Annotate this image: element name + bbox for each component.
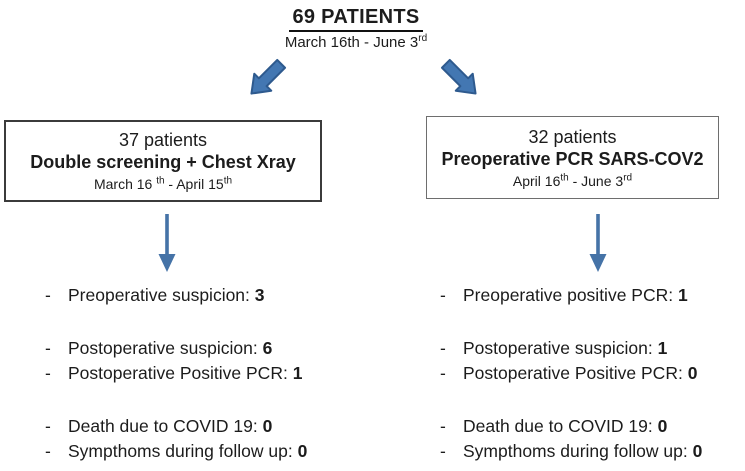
left-date-sup2: th xyxy=(223,175,233,187)
page-title: 69 PATIENTS xyxy=(289,6,423,32)
item-value: 0 xyxy=(262,416,273,436)
down-arrow-icon xyxy=(158,214,176,272)
list-item: -Preoperative suspicion: 3 xyxy=(45,283,380,308)
list-item: -Postoperative Positive PCR: 0 xyxy=(440,361,740,386)
list-item: -Death due to COVID 19: 0 xyxy=(440,414,740,439)
item-text: Death due to COVID 19: xyxy=(68,416,263,436)
item-text: Death due to COVID 19: xyxy=(463,416,658,436)
item-value: 1 xyxy=(657,338,668,358)
total-date-range: March 16th - June 3rd xyxy=(0,33,712,52)
item-label: Death due to COVID 19: 0 xyxy=(463,414,667,439)
down-arrow-icon xyxy=(589,214,607,272)
dash-bullet: - xyxy=(440,441,446,461)
item-value: 0 xyxy=(692,441,703,461)
right-outcome-list: -Preoperative positive PCR: 1 -Postopera… xyxy=(440,283,740,464)
group-box-double-screening: 37 patients Double screening + Chest Xra… xyxy=(4,120,322,202)
date-range-superscript: rd xyxy=(418,33,428,44)
down-left-arrow-icon xyxy=(250,58,287,95)
item-value: 3 xyxy=(254,285,265,305)
item-label: Sympthoms during follow up: 0 xyxy=(68,439,307,464)
item-text: Postoperative Positive PCR: xyxy=(463,363,688,383)
dash-bullet: - xyxy=(440,285,446,305)
left-date-part1: March 16 xyxy=(93,176,157,192)
item-label: Postoperative suspicion: 6 xyxy=(68,336,272,361)
item-value: 0 xyxy=(657,416,668,436)
dash-bullet: - xyxy=(440,338,446,358)
item-text: Sympthoms during follow up: xyxy=(463,441,693,461)
diagram-header: 69 PATIENTS March 16th - June 3rd xyxy=(0,6,712,51)
item-value: 1 xyxy=(677,285,688,305)
list-item: -Death due to COVID 19: 0 xyxy=(45,414,380,439)
right-date-part1: April 16 xyxy=(512,172,561,189)
item-label: Preoperative positive PCR: 1 xyxy=(463,283,688,308)
dash-bullet: - xyxy=(440,416,446,436)
dash-bullet: - xyxy=(45,285,51,305)
item-value: 0 xyxy=(297,441,308,461)
item-label: Postoperative Positive PCR: 0 xyxy=(463,361,697,386)
item-label: Preoperative suspicion: 3 xyxy=(68,283,265,308)
dash-bullet: - xyxy=(45,338,51,358)
right-box-date-range: April 16th - June 3rd xyxy=(512,171,633,189)
item-value: 6 xyxy=(262,338,273,358)
item-label: Death due to COVID 19: 0 xyxy=(68,414,272,439)
left-date-part2: - April 15 xyxy=(164,176,224,192)
right-box-patient-count: 32 patients xyxy=(528,126,617,147)
left-box-method: Double screening + Chest Xray xyxy=(30,152,296,172)
group-box-preop-pcr: 32 patients Preoperative PCR SARS-COV2 A… xyxy=(426,116,719,199)
item-value: 1 xyxy=(292,363,303,383)
item-label: Postoperative suspicion: 1 xyxy=(463,336,667,361)
dash-bullet: - xyxy=(45,416,51,436)
left-outcome-list: -Preoperative suspicion: 3 -Postoperativ… xyxy=(45,283,380,464)
dash-bullet: - xyxy=(45,441,51,461)
right-date-sup2: rd xyxy=(623,171,633,183)
dash-bullet: - xyxy=(45,363,51,383)
list-item: -Sympthoms during follow up: 0 xyxy=(440,439,740,464)
item-label: Postoperative Positive PCR: 1 xyxy=(68,361,302,386)
list-item: -Preoperative positive PCR: 1 xyxy=(440,283,740,308)
left-date-sup1: th xyxy=(156,175,165,187)
right-date-part2: - June 3 xyxy=(568,172,624,189)
down-right-arrow-icon xyxy=(440,58,477,95)
left-box-patient-count: 37 patients xyxy=(118,130,208,150)
item-text: Sympthoms during follow up: xyxy=(68,441,298,461)
list-item: -Postoperative suspicion: 6 xyxy=(45,336,380,361)
item-text: Postoperative Positive PCR: xyxy=(68,363,293,383)
left-box-date-range: March 16 th - April 15th xyxy=(94,176,232,192)
right-date-sup1: th xyxy=(560,171,569,183)
list-item: -Postoperative Positive PCR: 1 xyxy=(45,361,380,386)
list-item: -Postoperative suspicion: 1 xyxy=(440,336,740,361)
right-box-method: Preoperative PCR SARS-COV2 xyxy=(441,148,704,169)
list-item: -Sympthoms during follow up: 0 xyxy=(45,439,380,464)
item-value: 0 xyxy=(687,363,698,383)
item-label: Sympthoms during follow up: 0 xyxy=(463,439,702,464)
date-range-text: March 16th - June 3 xyxy=(284,34,419,51)
dash-bullet: - xyxy=(440,363,446,383)
item-text: Postoperative suspicion: xyxy=(68,338,263,358)
item-text: Preoperative positive PCR: xyxy=(463,285,678,305)
item-text: Preoperative suspicion: xyxy=(68,285,255,305)
item-text: Postoperative suspicion: xyxy=(463,338,658,358)
